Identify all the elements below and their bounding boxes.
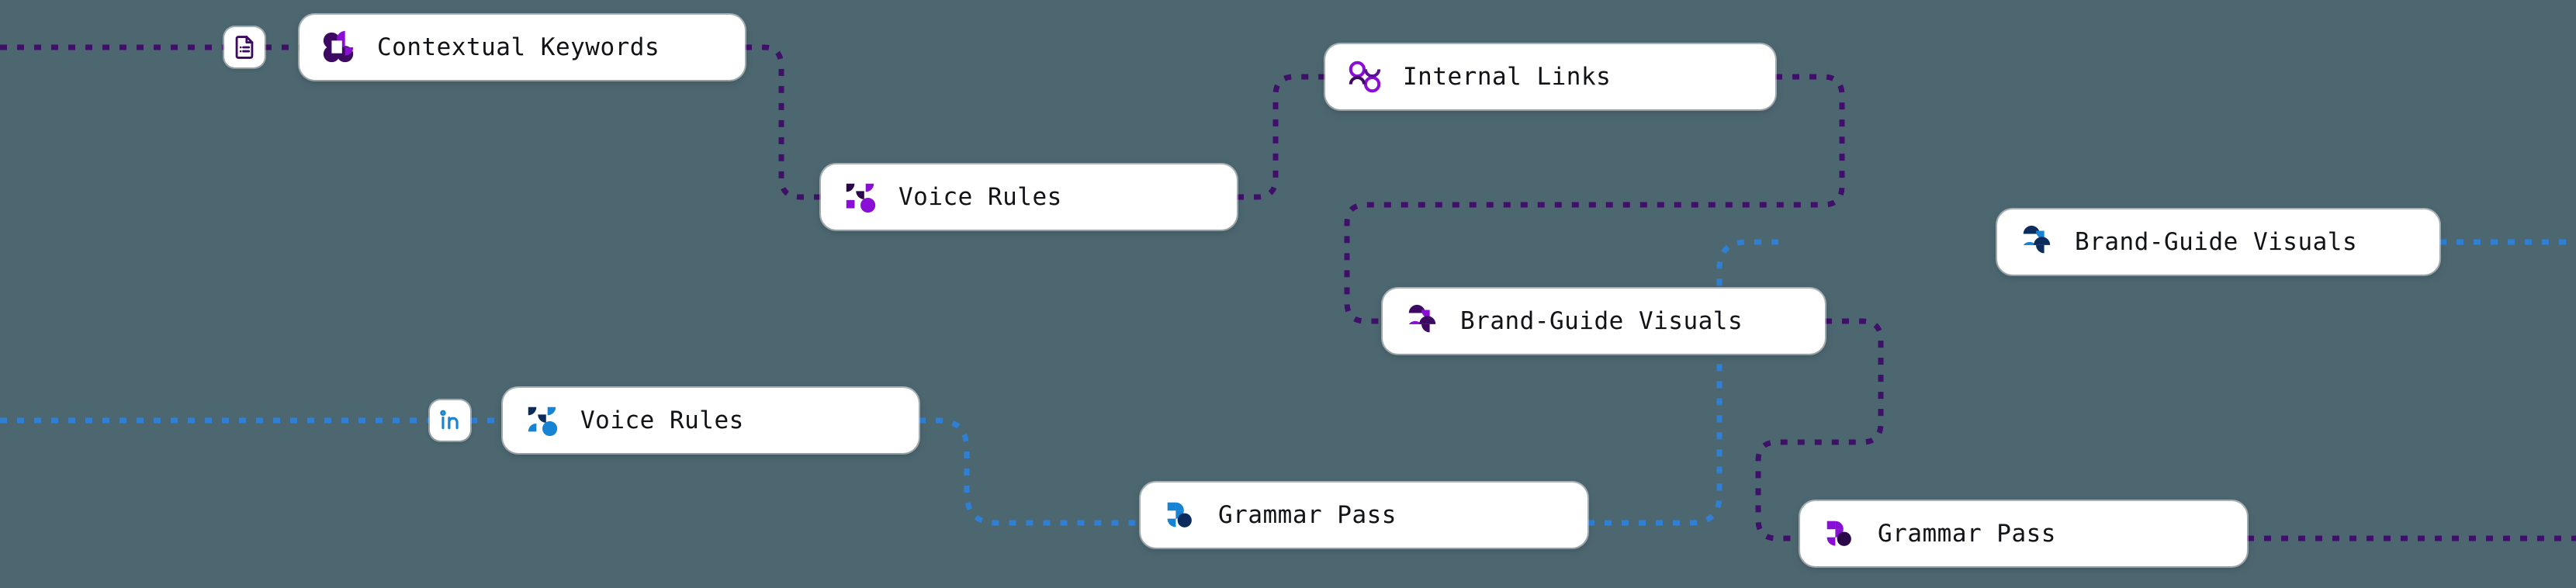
edge-voice-rules-to-internal-links <box>1237 74 1325 200</box>
sparkle-dot-icon <box>846 183 876 213</box>
clover-flower-icon <box>323 30 354 63</box>
document-icon <box>235 36 254 59</box>
document-badge[interactable] <box>224 27 265 67</box>
node-label: Grammar Pass <box>1878 520 2056 548</box>
quadrant-icon <box>1826 521 1851 546</box>
linkedin-icon <box>440 410 459 430</box>
edge-grammar-pass-to-brand-guide-visuals-blue <box>1587 239 1778 526</box>
node-label: Internal Links <box>1403 63 1612 91</box>
edge-contextual-keywords-to-voice-rules <box>745 44 821 200</box>
node-brand-guide-visuals-blue[interactable]: Brand-Guide Visuals <box>1997 209 2439 275</box>
node-label: Brand-Guide Visuals <box>2075 228 2358 256</box>
node-label: Voice Rules <box>898 183 1062 211</box>
linkedin-badge[interactable] <box>430 400 470 441</box>
node-label: Voice Rules <box>580 406 744 434</box>
node-voice-rules-blue[interactable]: Voice Rules <box>503 388 919 453</box>
pinwheel-icon <box>1408 304 1436 333</box>
node-internal-links[interactable]: Internal Links <box>1325 44 1775 109</box>
node-voice-rules-purple[interactable]: Voice Rules <box>821 164 1237 230</box>
node-grammar-pass-purple[interactable]: Grammar Pass <box>1800 501 2247 566</box>
pinwheel-icon <box>2023 225 2051 254</box>
link-rings-icon <box>1349 61 1381 93</box>
node-label: Contextual Keywords <box>377 33 660 61</box>
edge-voice-rules-blue-to-grammar-pass <box>919 417 1141 526</box>
node-brand-guide-visuals-purple[interactable]: Brand-Guide Visuals <box>1383 289 1825 354</box>
node-grammar-pass-blue[interactable]: Grammar Pass <box>1141 483 1587 548</box>
quadrant-icon <box>1167 502 1192 527</box>
sparkle-dot-icon <box>528 406 558 437</box>
node-label: Brand-Guide Visuals <box>1460 307 1743 335</box>
node-label: Grammar Pass <box>1218 501 1397 529</box>
node-contextual-keywords[interactable]: Contextual Keywords <box>299 15 745 80</box>
edge-internal-links-to-brand-guide-visuals <box>1344 74 1845 324</box>
